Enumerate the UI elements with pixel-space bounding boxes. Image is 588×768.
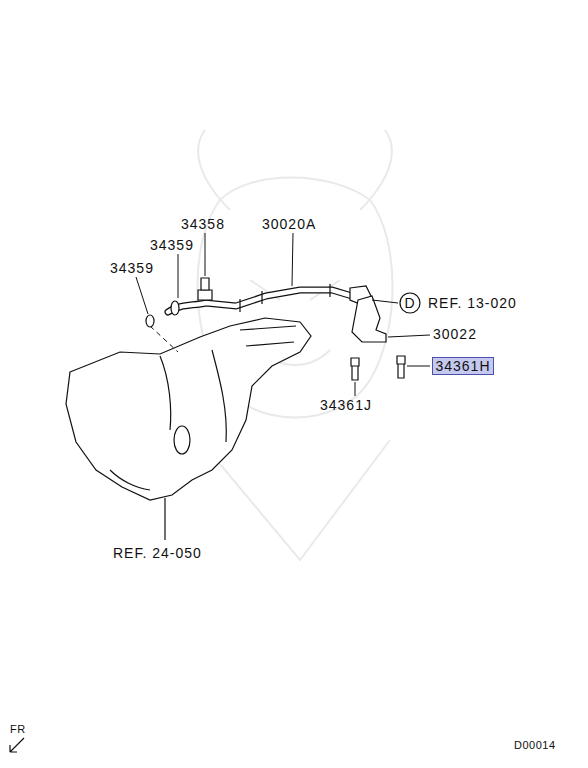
bolt-34361H	[397, 356, 405, 378]
figure-code: D00014	[514, 737, 556, 753]
highlighted-callout: 34361H	[432, 357, 494, 375]
leader-lines	[136, 233, 430, 396]
oil-hose	[168, 284, 352, 312]
callout-number: 34358	[181, 216, 225, 232]
transmission	[66, 318, 311, 540]
callout-number: 34361J	[320, 397, 372, 413]
reference-label: REF. 13-020	[428, 295, 517, 311]
callout-number: 34361H	[435, 358, 490, 374]
fr-arrow	[10, 738, 24, 752]
bracket-30022	[352, 296, 386, 342]
reference-label: REF. 24-050	[113, 545, 202, 561]
assembly-line	[150, 326, 178, 352]
circle-letter: D	[404, 295, 415, 311]
direction-label: FR	[10, 721, 26, 737]
ref-circle: D	[399, 292, 421, 314]
bolt-34361J	[351, 358, 359, 380]
callout-number: 30020A	[262, 216, 316, 232]
fittings	[146, 278, 405, 380]
callout-number: 30022	[433, 326, 477, 342]
callout-number: 34359	[110, 260, 154, 276]
callout-number: 34359	[150, 237, 194, 253]
